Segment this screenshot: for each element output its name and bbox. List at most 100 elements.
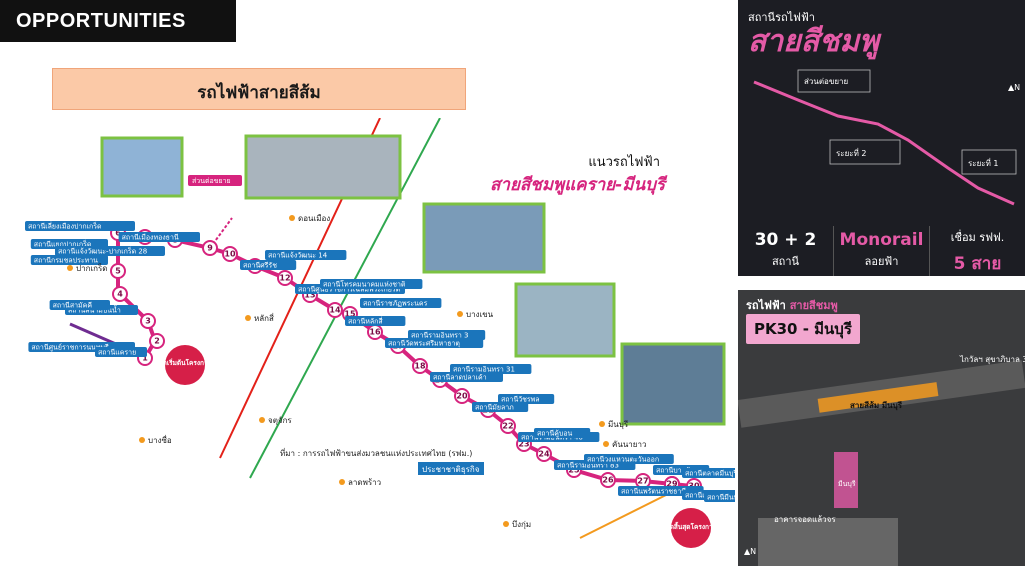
station-marker-20 <box>454 388 470 404</box>
station-number-13: 13 <box>304 291 315 300</box>
station-label-5: สถานีกรมชลประทาน <box>34 257 98 265</box>
station-number-20: 20 <box>456 392 468 401</box>
station-label-bg-21 <box>498 394 555 404</box>
station-label-bg-23 <box>534 428 591 438</box>
district-label-0: ดอนเมือง <box>298 214 330 223</box>
station-number-23: 23 <box>518 440 529 449</box>
station-marker-14 <box>327 302 343 318</box>
phase-2: ระยะที่ 2 <box>836 147 866 158</box>
station-label-bg-20 <box>472 402 529 412</box>
station-label-11: สถานีแจ้งวัฒนะ 14 <box>268 252 328 260</box>
green-line <box>249 118 441 479</box>
station-number-22: 22 <box>502 422 513 431</box>
station-label-10: สถานีศรีรัช <box>243 262 277 270</box>
station-marker-5 <box>110 263 126 279</box>
station-number-12: 12 <box>279 274 290 283</box>
station-label-21: สถานีวัชรพล <box>501 396 540 404</box>
district-label-7: บึงกุ่ม <box>512 520 531 529</box>
extension-label-bg <box>188 175 242 186</box>
source-text: ที่มา : การรถไฟฟ้าขนส่งมวลชนแห่งประเทศไท… <box>280 447 472 458</box>
station-label-29: สถานีตลาดมีนบุรี <box>685 470 735 478</box>
station-label-27: สถานีบางชัน <box>656 467 695 475</box>
stat-stations: 30 + 2 สถานี <box>738 226 834 276</box>
station-label-24: สถานีรามอินทรา 83 <box>557 462 619 470</box>
district-dot-5 <box>139 437 145 443</box>
station-number-4: 4 <box>117 290 123 299</box>
station-label-20: สถานีมัยลาภ <box>475 404 514 412</box>
source-brand-bg <box>418 462 484 475</box>
header-title: OPPORTUNITIES <box>0 0 236 42</box>
station-label-bg-2 <box>95 347 147 357</box>
extension-label: ส่วนต่อขยาย <box>192 177 231 185</box>
station-label-bg-29 <box>682 468 735 478</box>
station-number-5: 5 <box>115 267 121 276</box>
phase-box-ext <box>797 69 871 93</box>
station-label-bg-13 <box>320 279 423 289</box>
station-label-bg-30 <box>704 492 735 502</box>
district-label-4: จตุจักร <box>268 416 292 425</box>
photo-thumb-2 <box>244 134 402 200</box>
station-number-15: 15 <box>344 310 356 319</box>
station-label-23: สถานีคู้บอน <box>537 430 573 438</box>
station-number-26: 26 <box>602 476 614 485</box>
station-number-6: 6 <box>115 229 121 238</box>
end-label: จุดสิ้นสุดโครงการ <box>666 521 717 531</box>
end-marker <box>671 508 711 548</box>
photo-thumb-4 <box>514 282 616 358</box>
station-marker-26 <box>600 472 616 488</box>
panel-top-title-small: สถานีรถไฟฟ้า <box>748 11 815 24</box>
station-label-6: สถานีแยกปากเกร็ด <box>34 240 92 249</box>
start-label: จุดเริ่มต้นโครงการ <box>159 357 212 367</box>
source-brand: ประชาชาติธุรกิจ <box>422 465 480 474</box>
pink-station <box>834 452 858 508</box>
photo-thumb-5 <box>620 342 726 426</box>
district-dot-7 <box>503 521 509 527</box>
station-number-10: 10 <box>224 250 236 259</box>
district-label-1: ปากเกร็ด <box>76 263 107 273</box>
station-label-bg-18 <box>430 372 503 382</box>
district-dot-1 <box>67 265 73 271</box>
station-label-bg-19 <box>450 364 532 374</box>
station-number-16: 16 <box>369 328 381 337</box>
station-label-bg-5 <box>30 255 108 265</box>
phase-1: ระยะที่ 1 <box>968 157 998 168</box>
route-map: แนวรถไฟฟ้า สายสีชมพูแคราย-มีนบุรี 12 3 4 5 6… <box>25 118 735 548</box>
start-marker <box>165 345 205 385</box>
station-label-26: สถานีนพรัตนราชธานี <box>621 488 686 496</box>
place-minburi: มีนบุรี <box>838 480 856 488</box>
station-label-18: สถานีลาดปลาเค้า <box>433 374 487 382</box>
map-title-line2: สายสีชมพูแคราย-มีนบุรี <box>490 175 668 195</box>
station-number-3: 3 <box>145 317 151 326</box>
panel-top-map: ส่วนต่อขยาย ระยะที่ 2 ระยะที่ 1 ▲N <box>753 69 1020 206</box>
station-label-bg-10 <box>240 260 297 270</box>
phase-box-1 <box>961 149 1017 175</box>
district-dot-3 <box>457 311 463 317</box>
district-label-3: บางเขน <box>466 310 494 319</box>
map-title-line1: แนวรถไฟฟ้า <box>588 154 660 170</box>
station-number-27: 27 <box>637 477 648 486</box>
station-marker-9 <box>202 240 218 256</box>
station-badge: PK30 - มีนบุรี <box>746 314 860 344</box>
panel-top-title-big: สายสีชมพู <box>748 24 879 59</box>
station-marker-2 <box>149 333 165 349</box>
station-label-30: สถานีมีนบุรี <box>707 494 735 502</box>
panel-bottom: สายสีส้ม มีนบุรี มีนบุรี อาคารจอดแล้วจร … <box>738 290 1025 566</box>
station-number-29: 29 <box>666 480 678 489</box>
station-label-4: สถานีสามัคคี <box>53 302 93 310</box>
subtitle-banner: รถไฟฟ้าสายสีส้ม <box>52 68 466 110</box>
orange-station <box>817 382 939 413</box>
north-arrow: ▲N <box>1008 83 1020 92</box>
photo-thumb-3 <box>422 202 546 274</box>
place-orange: สายสีส้ม มีนบุรี <box>850 400 903 411</box>
district-dot-0 <box>289 215 295 221</box>
district-dot-4 <box>259 417 265 423</box>
station-label-bg-15 <box>360 298 442 308</box>
parking-building <box>758 518 898 566</box>
district-label-6: ลาดพร้าว <box>348 478 381 487</box>
station-label-13: สถานีโทรคมนาคมแห่งชาติ <box>323 280 406 289</box>
station-marker-3 <box>140 313 156 329</box>
panel-bottom-label: รถไฟฟ้า สายสีชมพู <box>746 299 838 312</box>
district-dot-2 <box>245 315 251 321</box>
station-label-bg-25 <box>584 454 674 464</box>
